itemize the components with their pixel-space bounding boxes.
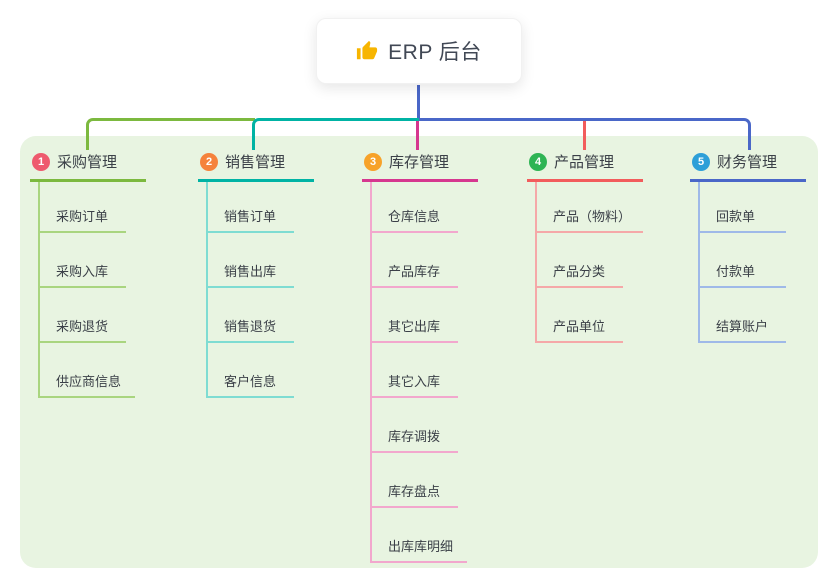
root-node[interactable]: ERP 后台 — [316, 18, 522, 84]
child-topic-node[interactable]: 付款单 — [700, 261, 786, 288]
list-item: 采购订单 — [40, 182, 146, 233]
list-item: 结算账户 — [700, 288, 806, 343]
list-item: 产品（物料） — [537, 182, 643, 233]
branch-label: 库存管理 — [389, 154, 450, 171]
branch-node[interactable]: 4 产品管理 — [527, 148, 643, 182]
branch-产品管理: 4 产品管理产品（物料） 产品分类产品单位 — [527, 148, 643, 343]
child-topic-node[interactable]: 销售出库 — [208, 261, 294, 288]
children-list: 产品（物料） 产品分类产品单位 — [535, 182, 643, 343]
branch-node[interactable]: 1 采购管理 — [30, 148, 146, 182]
list-item: 产品分类 — [537, 233, 643, 288]
branch-4-connector — [583, 121, 586, 150]
list-item: 库存调拨 — [372, 398, 478, 453]
children-list: 销售订单销售出库销售退货客户信息 — [206, 182, 314, 398]
child-topic-node[interactable]: 采购退货 — [40, 316, 126, 343]
child-topic-node[interactable]: 回款单 — [700, 206, 786, 233]
child-topic-node[interactable]: 结算账户 — [700, 316, 786, 343]
root-title: ERP 后台 — [388, 41, 482, 64]
child-topic-node[interactable]: 销售订单 — [208, 206, 294, 233]
branch-node[interactable]: 3 库存管理 — [362, 148, 478, 182]
child-topic-node[interactable]: 客户信息 — [208, 371, 294, 398]
list-item: 销售退货 — [208, 288, 314, 343]
branch-3-connector — [416, 121, 419, 150]
child-topic-node[interactable]: 库存盘点 — [372, 481, 458, 508]
list-item: 采购入库 — [40, 233, 146, 288]
priority-badge: 2 — [200, 152, 218, 171]
mindmap-background-panel — [20, 136, 818, 568]
child-topic-node[interactable]: 其它入库 — [372, 371, 458, 398]
priority-badge: 3 — [364, 152, 382, 171]
branch-label: 财务管理 — [717, 154, 778, 171]
list-item: 产品单位 — [537, 288, 643, 343]
list-item: 出库库明细 — [372, 508, 478, 563]
branch-采购管理: 1 采购管理采购订单采购入库采购退货供应商信息 — [30, 148, 146, 398]
list-item: 库存盘点 — [372, 453, 478, 508]
list-item: 供应商信息 — [40, 343, 146, 398]
child-topic-node[interactable]: 其它出库 — [372, 316, 458, 343]
children-list: 回款单付款单结算账户 — [698, 182, 806, 343]
branch-财务管理: 5 财务管理回款单付款单结算账户 — [690, 148, 806, 343]
branch-库存管理: 3 库存管理仓库信息产品库存其它出库其它入库库存调拨库存盘点出库库明细 — [362, 148, 478, 563]
child-topic-node[interactable]: 产品分类 — [537, 261, 623, 288]
thumbs-up-icon — [356, 40, 378, 62]
branch-node[interactable]: 5 财务管理 — [690, 148, 806, 182]
priority-badge: 4 — [529, 152, 547, 171]
child-topic-node[interactable]: 采购订单 — [40, 206, 126, 233]
branch-label: 采购管理 — [57, 154, 118, 171]
child-topic-node[interactable]: 采购入库 — [40, 261, 126, 288]
root-stem-line — [417, 85, 420, 121]
list-item: 产品库存 — [372, 233, 478, 288]
branch-1-connector — [86, 118, 255, 150]
list-item: 回款单 — [700, 182, 806, 233]
branch-5-connector — [419, 118, 751, 150]
list-item: 仓库信息 — [372, 182, 478, 233]
child-topic-node[interactable]: 出库库明细 — [372, 536, 468, 563]
list-item: 付款单 — [700, 233, 806, 288]
branch-node[interactable]: 2 销售管理 — [198, 148, 314, 182]
list-item: 客户信息 — [208, 343, 314, 398]
child-topic-node[interactable]: 销售退货 — [208, 316, 294, 343]
list-item: 采购退货 — [40, 288, 146, 343]
branch-销售管理: 2 销售管理销售订单销售出库销售退货客户信息 — [198, 148, 314, 398]
branch-label: 销售管理 — [225, 154, 286, 171]
priority-badge: 1 — [32, 152, 50, 171]
child-topic-node[interactable]: 产品单位 — [537, 316, 623, 343]
children-list: 仓库信息产品库存其它出库其它入库库存调拨库存盘点出库库明细 — [370, 182, 478, 563]
child-topic-node[interactable]: 产品（物料） — [537, 206, 643, 233]
list-item: 其它入库 — [372, 343, 478, 398]
branch-label: 产品管理 — [554, 154, 615, 171]
children-list: 采购订单采购入库采购退货供应商信息 — [38, 182, 146, 398]
priority-badge: 5 — [692, 152, 710, 171]
list-item: 销售订单 — [208, 182, 314, 233]
branch-2-connector — [252, 118, 419, 150]
list-item: 销售出库 — [208, 233, 314, 288]
child-topic-node[interactable]: 仓库信息 — [372, 206, 458, 233]
child-topic-node[interactable]: 供应商信息 — [40, 371, 136, 398]
list-item: 其它出库 — [372, 288, 478, 343]
child-topic-node[interactable]: 产品库存 — [372, 261, 458, 288]
child-topic-node[interactable]: 库存调拨 — [372, 426, 458, 453]
